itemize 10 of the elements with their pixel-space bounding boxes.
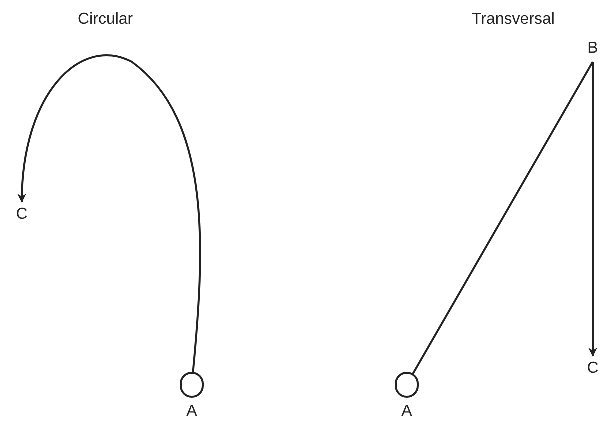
- point-label: A: [400, 402, 414, 422]
- diagram-heading: Circular: [78, 10, 134, 30]
- arrow: [588, 62, 598, 357]
- point-label: C: [14, 204, 30, 226]
- point-label: B: [585, 38, 601, 60]
- arrow: [18, 54, 202, 374]
- line: [412, 62, 594, 375]
- diagram-heading: Transversal: [472, 10, 555, 30]
- point-label: A: [186, 402, 198, 422]
- point-label: C: [585, 358, 601, 380]
